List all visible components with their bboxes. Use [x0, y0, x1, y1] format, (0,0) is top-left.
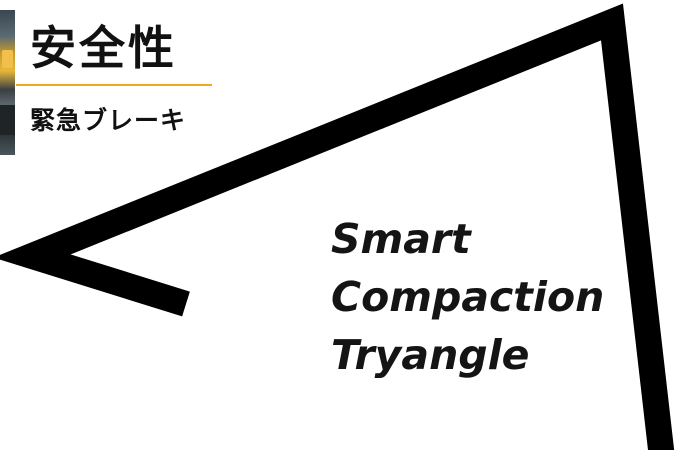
title-underline [16, 84, 212, 86]
section-subtitle: 緊急ブレーキ [30, 106, 187, 135]
slogan-line-tryangle: Tryangle [331, 331, 530, 379]
triangle-stroke [0, 3, 675, 450]
section-title: 安全性 [30, 21, 177, 75]
machine-photo-highlight [2, 50, 13, 68]
machine-photo-shadow [0, 105, 15, 135]
slogan-line-smart: Smart [331, 215, 471, 263]
machine-photo-crop [0, 10, 15, 155]
slogan-line-compaction: Compaction [331, 273, 605, 321]
slogan-text: Smart Compaction Tryangle [331, 210, 604, 384]
